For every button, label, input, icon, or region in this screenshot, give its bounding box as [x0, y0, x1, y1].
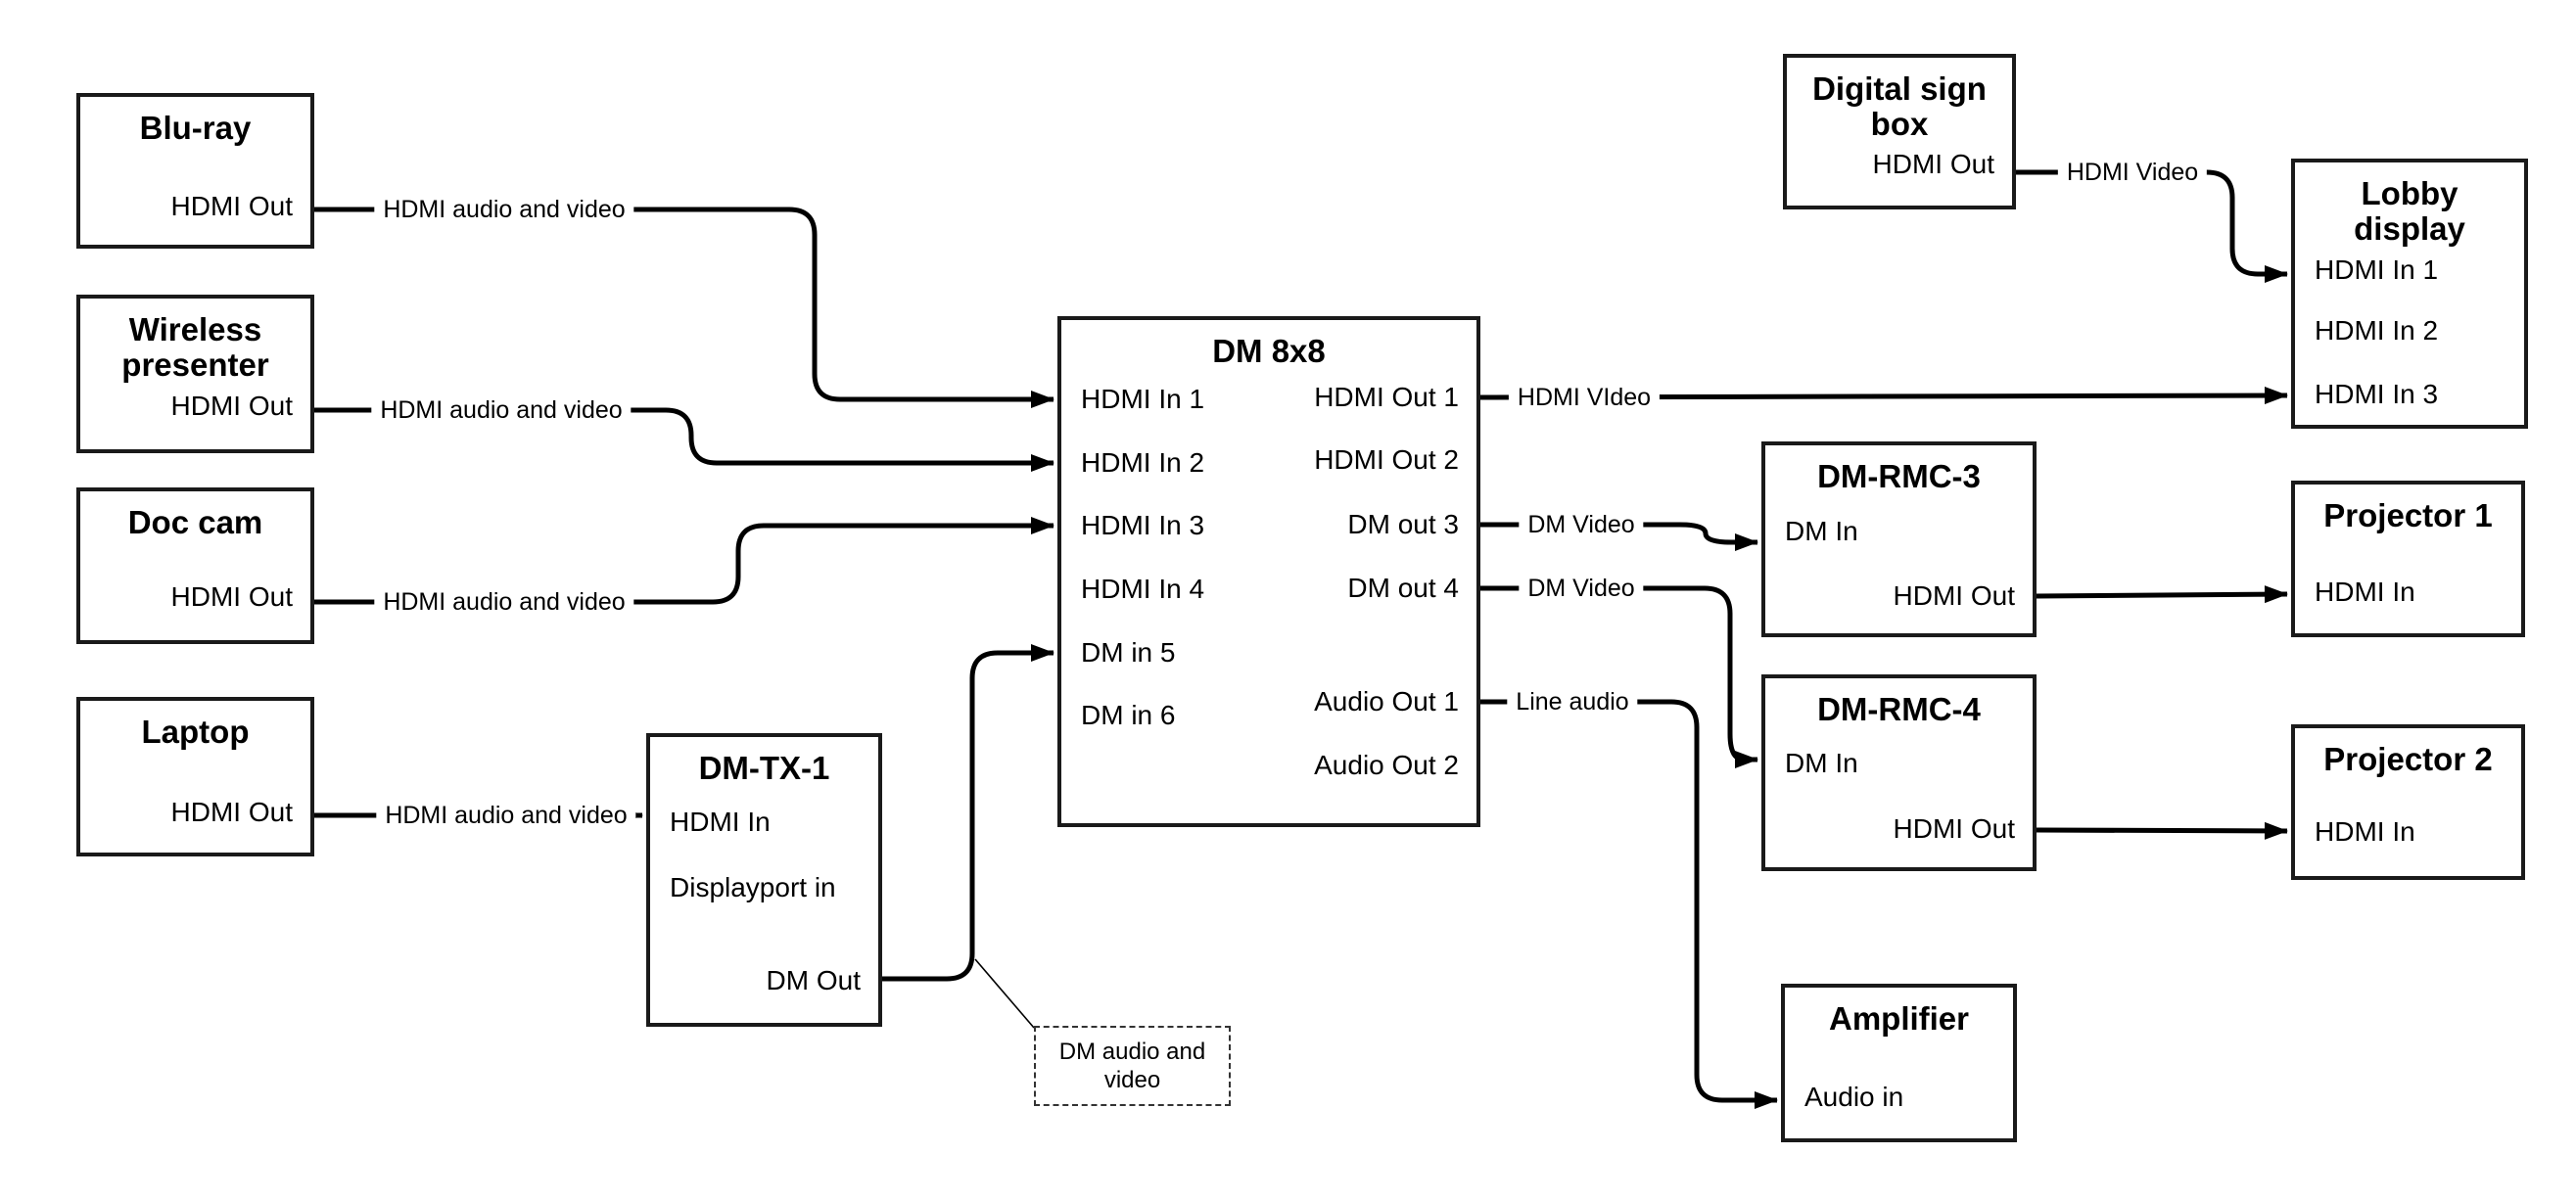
wire-audio-out-1-to-amplifier — [1480, 699, 1778, 1109]
wire-dm-tx-1-to-dm-in-5 — [882, 644, 1054, 982]
port-label: HDMI In — [2315, 816, 2415, 847]
port-label: HDMI In 4 — [1081, 574, 1205, 604]
port-label: HDMI In 2 — [2315, 315, 2439, 346]
node-title: DM-TX-1 — [698, 750, 830, 786]
node-title: Projector 2 — [2323, 741, 2493, 777]
port-label: HDMI Out — [170, 391, 293, 421]
node-title: DM-RMC-3 — [1817, 458, 1981, 494]
node-dm-rmc-3: DM-RMC-3 DM In HDMI Out — [1761, 441, 2037, 637]
node-projector-2: Projector 2 HDMI In — [2291, 724, 2525, 880]
port-label: Audio Out 2 — [1314, 750, 1459, 780]
port-label: HDMI In 2 — [1081, 447, 1205, 478]
port-label: DM out 3 — [1347, 509, 1459, 539]
note-leader-line — [974, 958, 1035, 1029]
port-label: DM In — [1785, 516, 1858, 546]
wire-label: DM Video — [1519, 574, 1644, 603]
wire-label: HDMI audio and video — [371, 395, 632, 425]
port-label: HDMI In — [670, 807, 771, 837]
note-box: DM audio and video — [1034, 1026, 1231, 1106]
wire-label: Line audio — [1507, 687, 1638, 716]
port-label: HDMI In 1 — [2315, 254, 2439, 285]
wire-label: HDMI VIdeo — [1508, 383, 1661, 412]
port-label: HDMI Out — [170, 581, 293, 612]
wire-label: HDMI audio and video — [374, 195, 634, 224]
port-label: HDMI In 3 — [1081, 510, 1205, 540]
port-label: Displayport in — [670, 872, 836, 902]
port-label: HDMI In — [2315, 577, 2415, 607]
port-label: HDMI Out — [170, 191, 293, 221]
node-title: Blu-ray — [139, 110, 252, 146]
node-title: DM 8x8 — [1212, 333, 1326, 369]
port-label: DM Out — [766, 965, 861, 995]
port-label: Audio in — [1804, 1082, 1904, 1112]
node-dm-rmc-4: DM-RMC-4 DM In HDMI Out — [1761, 674, 2037, 871]
wire-wireless-presenter-to-hdmi-in-2 — [314, 407, 1054, 472]
wire-digital-sign-to-lobby-hdmi-in-1 — [2016, 169, 2288, 283]
port-label: HDMI Out 2 — [1314, 444, 1459, 475]
wire-label: HDMI Video — [2057, 158, 2208, 187]
wire-label: HDMI audio and video — [376, 801, 636, 830]
wire-doc-cam-to-hdmi-in-3 — [314, 517, 1054, 605]
wire-bluray-to-hdmi-in-1 — [314, 207, 1054, 408]
node-title: Laptop — [141, 714, 250, 750]
port-label: HDMI Out — [170, 797, 293, 827]
wire-label: DM Video — [1519, 510, 1644, 539]
port-label: HDMI Out — [1893, 580, 2015, 611]
port-label: Audio Out 1 — [1314, 686, 1459, 716]
node-title: Wireless presenter — [121, 311, 269, 383]
port-label: DM out 4 — [1347, 573, 1459, 603]
node-title: Amplifier — [1828, 1000, 1970, 1037]
port-label: DM in 6 — [1081, 700, 1176, 730]
port-label: HDMI Out — [1893, 813, 2015, 844]
node-title: Doc cam — [127, 504, 263, 540]
port-label: HDMI In 3 — [2315, 379, 2439, 409]
wire-dm-rmc-4-to-projector-2 — [2036, 821, 2288, 840]
port-label: HDMI Out 1 — [1314, 382, 1459, 412]
node-title: DM-RMC-4 — [1817, 691, 1981, 727]
port-label: DM in 5 — [1081, 637, 1176, 668]
wire-dm-rmc-3-to-projector-1 — [2036, 585, 2288, 604]
wire-dm-out-3-to-dm-rmc-3 — [1480, 522, 1758, 551]
node-title: Lobby display — [2354, 175, 2465, 247]
node-title: Projector 1 — [2323, 497, 2493, 533]
port-label: HDMI Out — [1872, 149, 1994, 179]
port-label: HDMI In 1 — [1081, 384, 1205, 414]
port-label: DM In — [1785, 748, 1858, 778]
node-title: Digital sign box — [1812, 70, 1987, 142]
node-projector-1: Projector 1 HDMI In — [2291, 481, 2525, 637]
wire-label: HDMI audio and video — [374, 587, 634, 617]
wire-dm-out-4-to-dm-rmc-4 — [1480, 585, 1758, 768]
